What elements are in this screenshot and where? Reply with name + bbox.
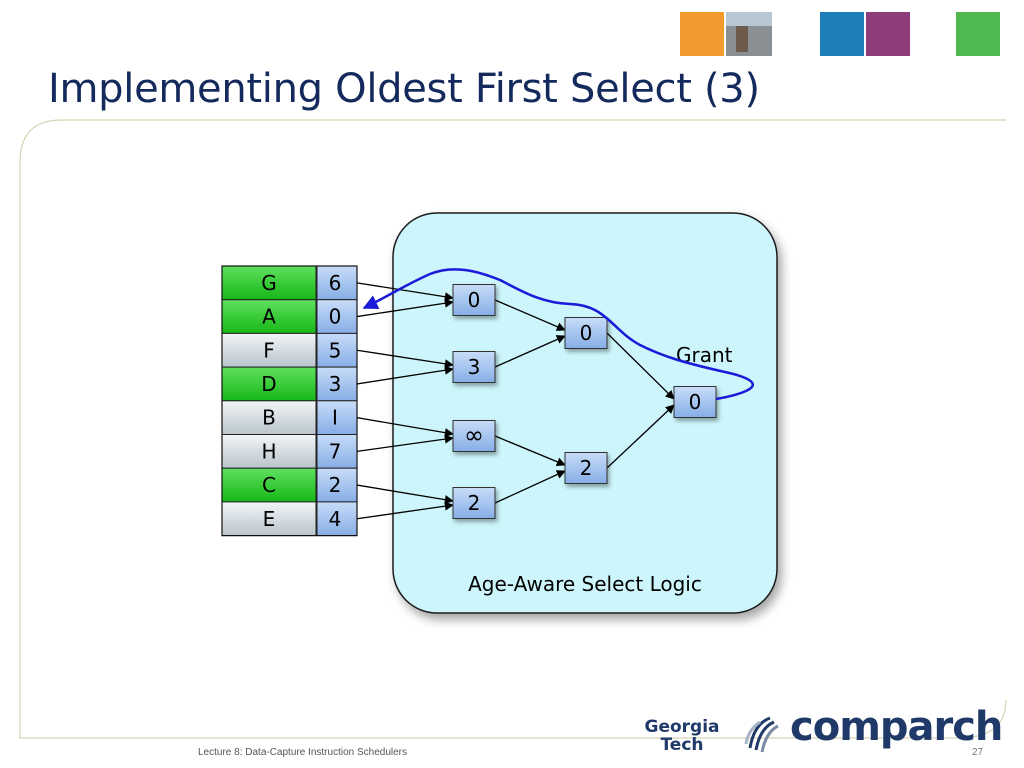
wire-arrow	[356, 501, 454, 520]
wire-arrow	[494, 335, 566, 368]
rs-name-label: C	[262, 473, 276, 497]
node-box	[673, 386, 717, 418]
node-value: 0	[468, 288, 481, 312]
rs-table-border	[221, 265, 358, 537]
georgia-tech-logo-line1: Georgia	[644, 717, 720, 737]
slide-title: Implementing Oldest First Select (3)	[48, 66, 760, 112]
georgia-tech-logo: Georgia Tech	[636, 718, 728, 754]
select-tree-node: 2	[564, 452, 608, 484]
grant-return-path	[362, 268, 754, 401]
rs-age-label: 6	[329, 271, 342, 295]
rs-age-label: 3	[329, 372, 342, 396]
node-box	[452, 351, 496, 383]
wire-arrow	[606, 404, 675, 469]
header-decoration	[680, 12, 1000, 56]
rs-age-cell	[316, 434, 358, 469]
select-tree-node: 0	[673, 386, 717, 418]
logic-label: Age-Aware Select Logic	[468, 572, 702, 596]
wire-arrow	[494, 299, 566, 331]
rs-name-label: A	[262, 305, 276, 329]
rs-name-label: D	[261, 372, 276, 396]
node-value: 2	[580, 456, 593, 480]
select-logic-box	[392, 212, 778, 614]
wire-arrow	[356, 417, 454, 438]
wire-arrow	[356, 298, 454, 318]
grant-label: Grant	[676, 343, 733, 367]
wire-arrow	[356, 434, 454, 452]
rs-age-label: 0	[329, 305, 342, 329]
comparch-swirl-icon	[744, 716, 779, 753]
rs-name-label: H	[261, 439, 276, 463]
node-value: 2	[468, 491, 481, 515]
select-tree-node: ∞	[452, 420, 496, 452]
deco-photo-building	[736, 26, 748, 52]
comparch-logo: comparch	[790, 704, 1003, 750]
rs-name-cell	[221, 467, 317, 503]
node-box	[564, 452, 608, 484]
select-tree-wires	[356, 282, 675, 520]
rs-name-cell	[221, 366, 317, 402]
node-box	[452, 487, 496, 519]
rs-age-label: 7	[329, 439, 342, 463]
node-value: 0	[689, 390, 702, 414]
select-tree-node: 2	[452, 487, 496, 519]
rs-name-label: E	[263, 507, 276, 531]
rs-name-label: F	[263, 338, 275, 362]
wire-arrow	[356, 365, 454, 385]
wire-arrow	[356, 349, 454, 369]
rs-age-label: I	[332, 406, 338, 430]
node-box	[452, 284, 496, 316]
footer-lecture-title: Lecture 8: Data-Capture Instruction Sche…	[198, 747, 407, 758]
rs-name-label: G	[261, 271, 277, 295]
wire-arrow	[494, 470, 566, 504]
select-tree-node: 0	[452, 284, 496, 316]
georgia-tech-logo-line2: Tech	[660, 735, 704, 755]
wire-arrow	[356, 484, 454, 505]
rs-age-label: 5	[329, 338, 342, 362]
rs-age-cell	[316, 467, 358, 503]
select-tree-nodes: 0 3 ∞ 2 0 2 0	[452, 284, 717, 519]
node-box	[452, 420, 496, 452]
node-box	[564, 317, 608, 349]
wire-arrow	[356, 282, 454, 302]
select-tree-node: 0	[564, 317, 608, 349]
rs-name-cell	[221, 332, 317, 368]
page-number: 27	[972, 747, 984, 758]
deco-green-square	[956, 12, 1000, 56]
node-value: 0	[580, 321, 593, 345]
rs-name-cell	[221, 501, 317, 537]
node-value: ∞	[464, 421, 484, 449]
deco-orange-square	[680, 12, 724, 56]
wire-arrow	[606, 332, 675, 400]
wire-arrow	[494, 435, 566, 467]
rs-age-label: 2	[329, 473, 342, 497]
rs-age-label: 4	[329, 507, 342, 531]
deco-photo-sky	[726, 12, 772, 26]
rs-name-cell	[221, 299, 317, 334]
rs-name-label: B	[262, 406, 276, 430]
deco-blue-square	[820, 12, 864, 56]
node-value: 3	[468, 355, 481, 379]
rs-age-cell	[316, 501, 358, 537]
select-tree-node: 3	[452, 351, 496, 383]
deco-photo-chip	[866, 12, 910, 56]
